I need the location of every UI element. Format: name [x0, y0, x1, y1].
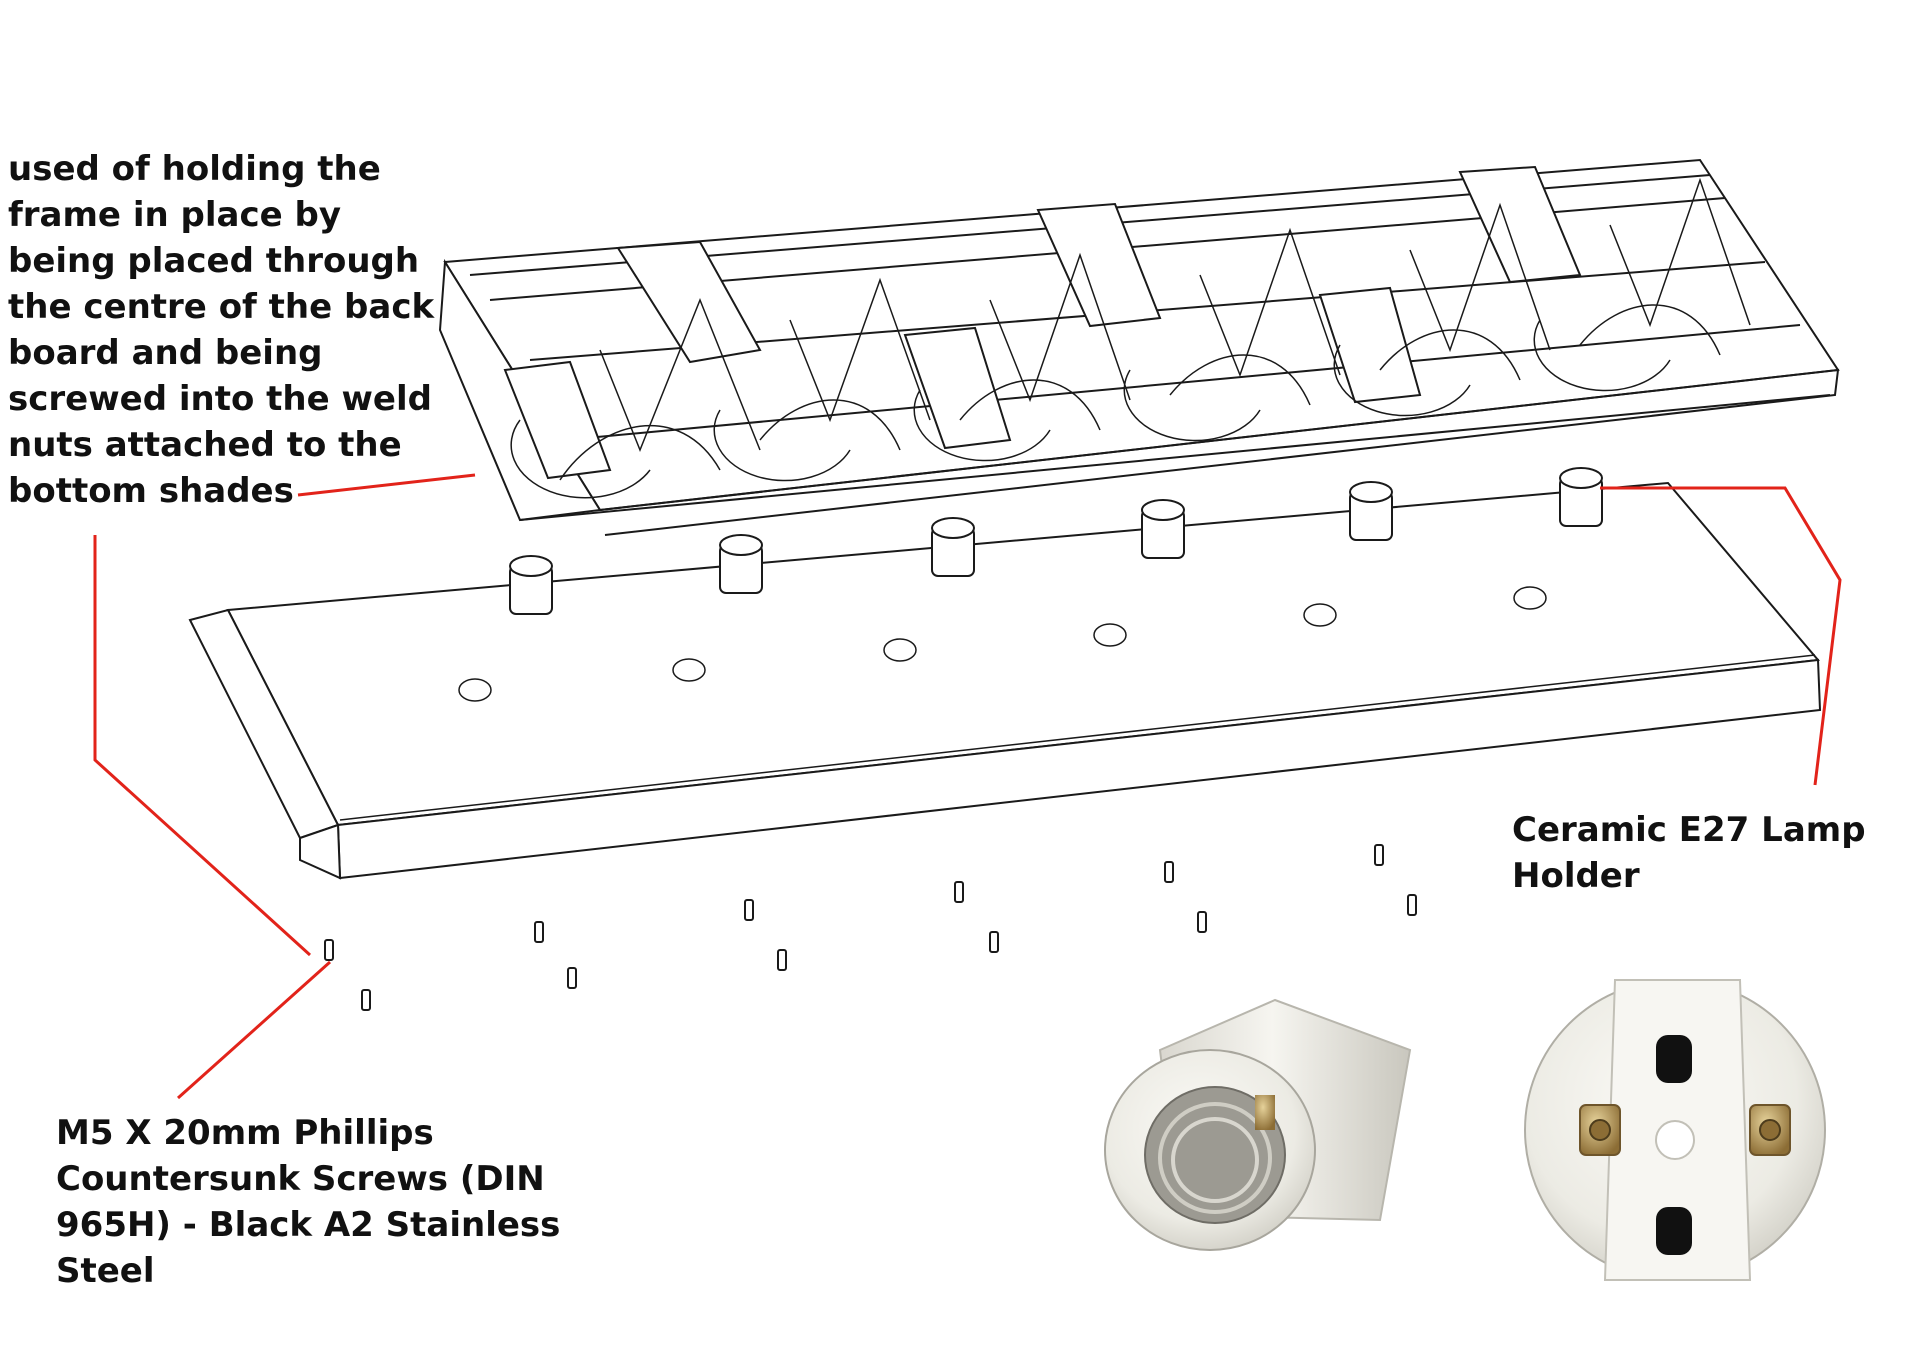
screws	[324, 844, 1417, 1011]
lamp-holder-callout-line: Holder	[1512, 856, 1640, 896]
cover-plates	[503, 165, 1582, 480]
frame-callout-line: frame in place by	[8, 195, 342, 235]
frame-leader-line	[297, 473, 476, 497]
frame-callout-line: board and being	[8, 333, 323, 373]
frame-callout-line: screwed into the weld	[8, 379, 432, 419]
screws-callout: M5 X 20mm Phillips Countersunk Screws (D…	[56, 1110, 560, 1294]
lamp-holder-leader-line	[1600, 486, 1842, 786]
frame-callout-line: being placed through	[8, 241, 420, 281]
frame-callout-line: the centre of the back	[8, 287, 435, 327]
frame-callout-line: used of holding the	[8, 149, 381, 189]
screw-leader-line	[176, 960, 332, 1100]
lamp-holder-callout: Ceramic E27 Lamp Holder	[1512, 807, 1866, 899]
screws-callout-line: Countersunk Screws (DIN	[56, 1159, 545, 1199]
wire-cages	[510, 177, 1751, 499]
screws-callout-line: M5 X 20mm Phillips	[56, 1113, 434, 1153]
frame-callout: used of holding the frame in place by be…	[8, 146, 434, 514]
ceramic-holder-photo-side	[1104, 998, 1412, 1251]
leader-lines	[93, 473, 1842, 1100]
frame-callout-line: bottom shades	[8, 471, 294, 511]
screw-bracket-line	[93, 535, 312, 957]
screws-callout-line: Steel	[56, 1251, 155, 1291]
lamp-holder-callout-line: Ceramic E27 Lamp	[1512, 810, 1866, 850]
wire-frame-assembly	[438, 158, 1840, 536]
ceramic-holder-photo-bottom	[1524, 979, 1826, 1281]
back-board	[188, 481, 1822, 880]
screws-callout-line: 965H) - Black A2 Stainless	[56, 1205, 561, 1245]
frame-callout-line: nuts attached to the	[8, 425, 402, 465]
board-holes	[458, 586, 1547, 702]
lamp-holders-on-board	[509, 467, 1603, 615]
